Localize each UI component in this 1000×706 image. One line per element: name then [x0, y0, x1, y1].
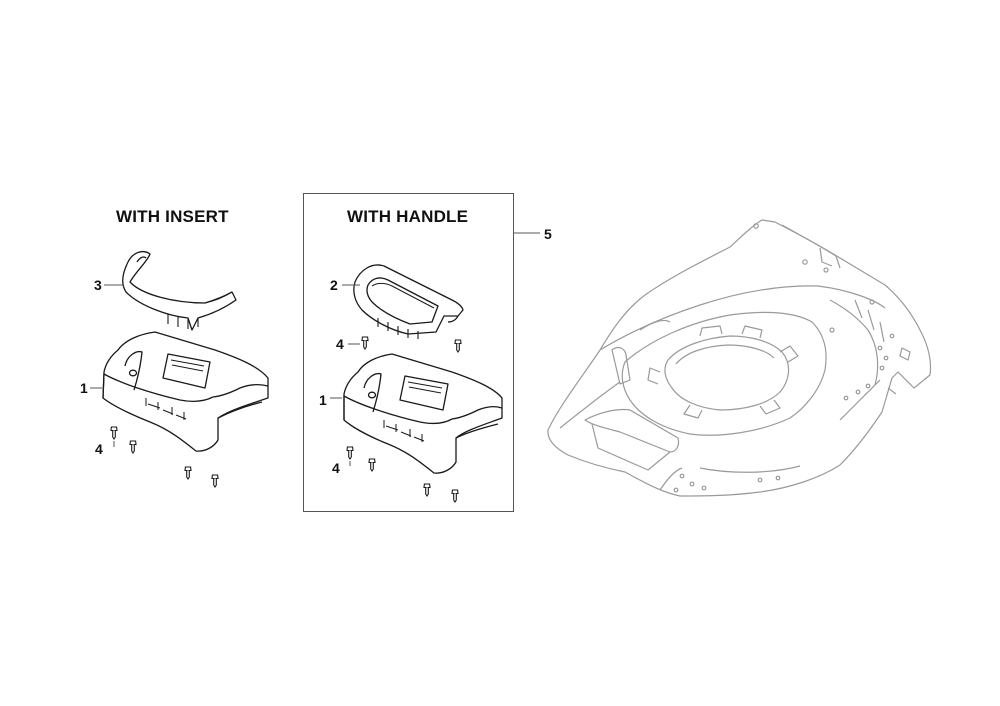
mower-deck	[547, 219, 932, 497]
insert-part	[122, 251, 237, 331]
with-handle-heading: WITH HANDLE	[347, 207, 469, 226]
callout-4-insert: 4	[95, 441, 103, 457]
handle-part	[353, 264, 464, 339]
with-handle-box	[303, 193, 514, 512]
screws-handle-top	[361, 336, 462, 353]
callout-1-insert: 1	[80, 380, 88, 396]
callout-2-handle: 2	[330, 277, 338, 293]
with-insert-heading: WITH INSERT	[116, 207, 229, 226]
front-cover-handle	[343, 353, 503, 474]
callout-3-insert: 3	[94, 277, 102, 293]
callout-1-handle: 1	[319, 392, 327, 408]
callout-5-assembly: 5	[544, 226, 552, 242]
front-cover-insert	[102, 331, 269, 452]
callout-4-handle-top: 4	[336, 336, 344, 352]
callout-4-handle-bottom: 4	[332, 460, 340, 476]
